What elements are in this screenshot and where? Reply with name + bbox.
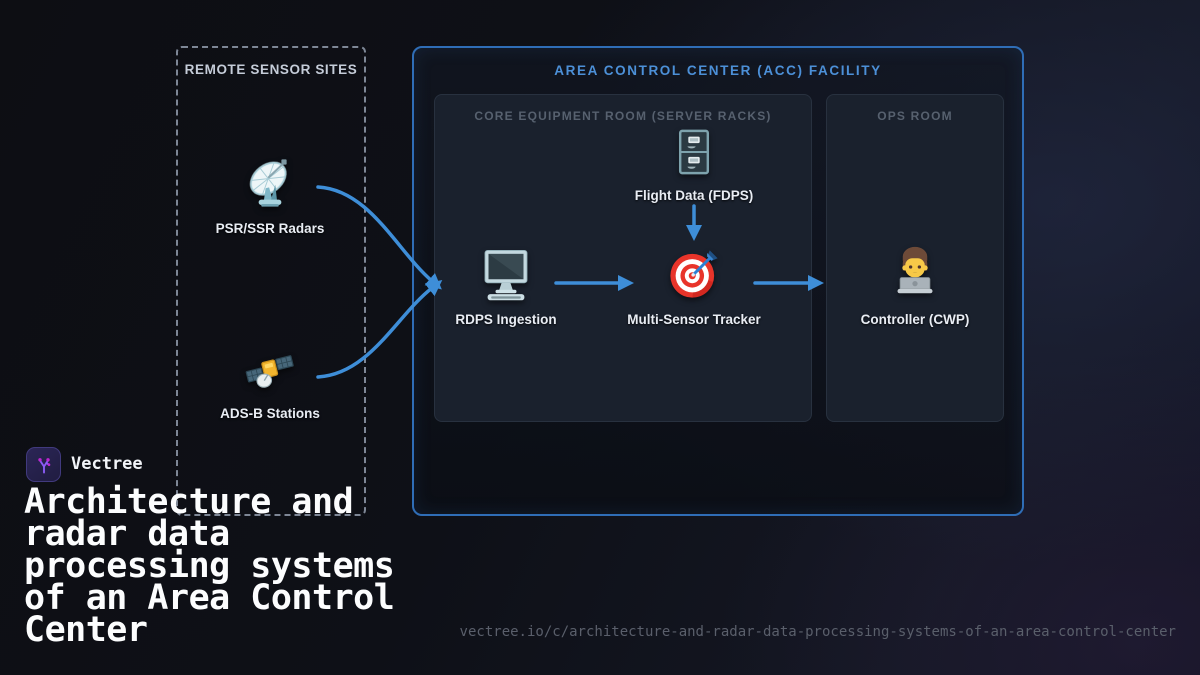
satellite-dish-icon: [242, 155, 298, 216]
node-label: RDPS Ingestion: [455, 312, 557, 327]
node-label: ADS-B Stations: [220, 406, 320, 421]
remote-sensor-sites-title: REMOTE SENSOR SITES: [184, 62, 358, 77]
target-dart-icon: [666, 246, 722, 307]
ops-room-title: OPS ROOM: [877, 109, 953, 123]
core-equipment-room-title: CORE EQUIPMENT ROOM (SERVER RACKS): [474, 109, 772, 123]
node-rdps-ingestion: RDPS Ingestion: [426, 246, 586, 327]
node-label: Controller (CWP): [860, 312, 970, 327]
node-flight-data-fdps: Flight Data (FDPS): [614, 126, 774, 203]
desktop-computer-icon: [478, 246, 534, 307]
remote-sensor-sites-panel: REMOTE SENSOR SITES: [176, 46, 366, 516]
file-cabinet-icon: [668, 126, 720, 183]
page-title: Architecture and radar data processing s…: [24, 482, 395, 650]
satellite-icon: [244, 344, 296, 401]
node-adsb-stations: ADS-B Stations: [190, 344, 350, 421]
technologist-icon: [887, 246, 943, 307]
page-url: vectree.io/c/architecture-and-radar-data…: [459, 624, 1176, 640]
node-multi-sensor-tracker: Multi-Sensor Tracker: [604, 246, 784, 327]
node-label: PSR/SSR Radars: [215, 221, 325, 236]
node-psr-ssr-radars: PSR/SSR Radars: [190, 155, 350, 236]
node-controller-cwp: Controller (CWP): [835, 246, 995, 327]
brand-name: Vectree: [71, 454, 143, 474]
vectree-logo-icon: [37, 457, 50, 473]
node-label: Flight Data (FDPS): [634, 188, 754, 203]
vectree-logo: [26, 447, 61, 482]
acc-facility-title: AREA CONTROL CENTER (ACC) FACILITY: [554, 63, 882, 78]
node-label: Multi-Sensor Tracker: [627, 312, 761, 327]
